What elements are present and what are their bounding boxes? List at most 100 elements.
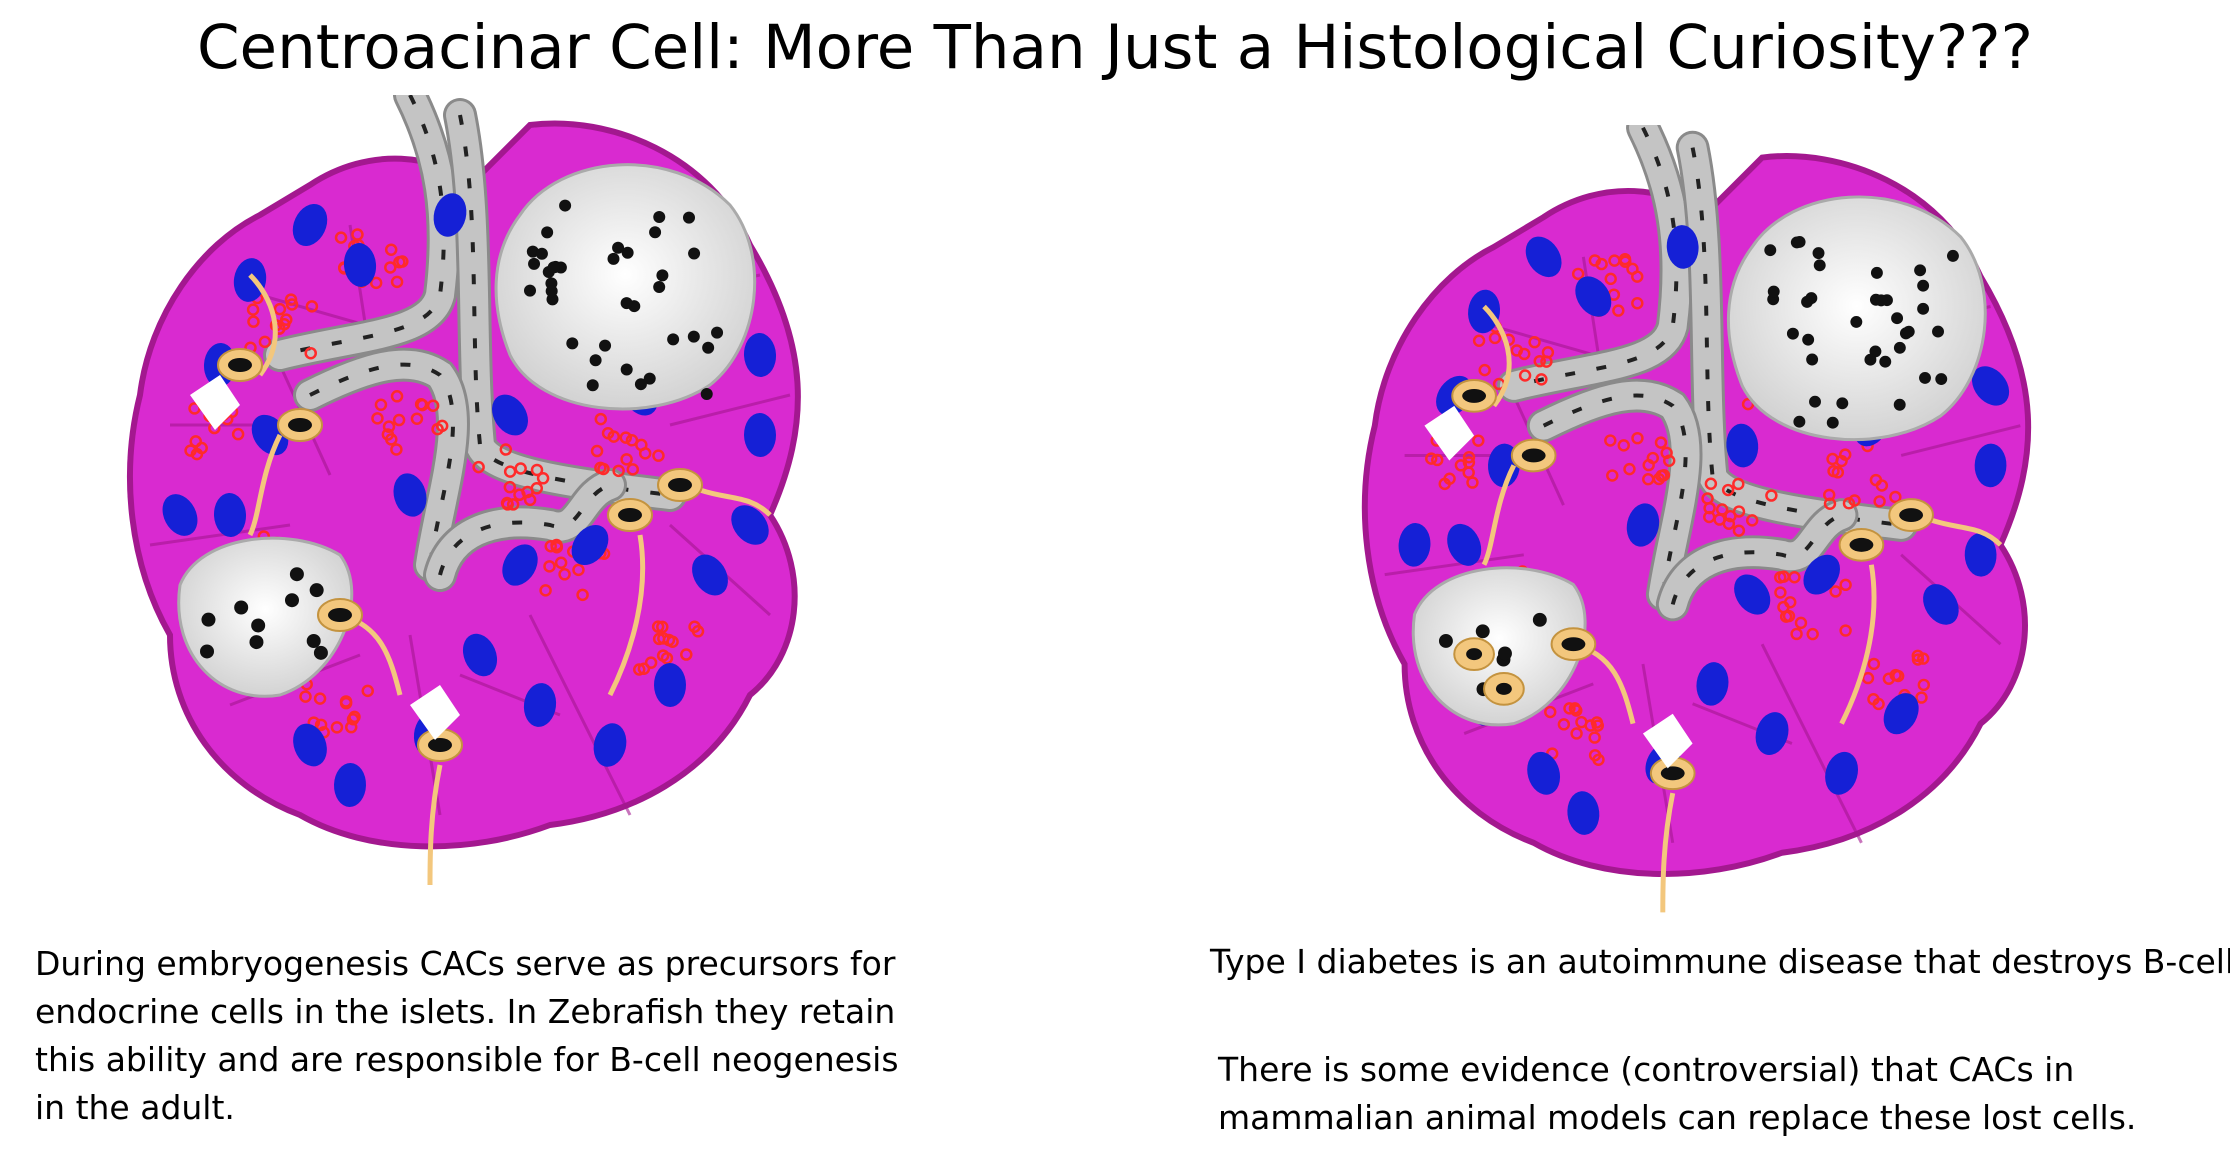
islet-nucleus (586, 379, 599, 392)
zymogen-granule (369, 276, 383, 290)
zymogen-granule (188, 402, 201, 415)
islet-nucleus (306, 633, 321, 648)
islet-nucleus (1793, 415, 1806, 428)
zymogen-granule (246, 303, 260, 316)
zymogen-granule (1839, 624, 1852, 637)
caption-line: in the adult. (35, 1088, 235, 1127)
acinar-lumen (1642, 713, 1693, 769)
cell-boundary (1760, 643, 1863, 844)
zymogen-granule (652, 632, 666, 646)
zymogen-granule (523, 493, 537, 507)
zymogen-granule (558, 568, 571, 581)
acinar-nucleus (1666, 225, 1699, 269)
cac-process (699, 487, 772, 517)
zymogen-granule (1584, 719, 1597, 732)
zymogen-granule (1839, 578, 1852, 592)
islet-nucleus (249, 635, 264, 650)
islet-nucleus (688, 247, 701, 260)
islet-nucleus (1850, 315, 1863, 328)
acinar-nucleus (1974, 443, 2007, 488)
islet-nucleus (1935, 373, 1948, 386)
zymogen-granule (1724, 509, 1737, 523)
islet-nucleus (700, 388, 713, 401)
zymogen-granule (1472, 334, 1486, 347)
acinar-nucleus (1527, 751, 1561, 795)
cac-nucleus (1660, 766, 1685, 781)
zymogen-granule (1873, 495, 1886, 508)
zymogen-granule (1660, 446, 1673, 460)
zymogen-granule (1732, 524, 1746, 537)
zymogen-granule (597, 462, 610, 476)
cell-boundary (528, 614, 632, 816)
islet-nucleus (1475, 624, 1490, 639)
cac-process (607, 534, 646, 697)
acinar-nucleus (213, 493, 247, 537)
acinar-nucleus (433, 193, 467, 237)
zymogen-granule (247, 315, 260, 328)
zymogen-granule (1535, 373, 1548, 386)
islet-nucleus (1498, 646, 1512, 661)
zymogen-granule (656, 620, 669, 634)
islet-nucleus (545, 285, 558, 298)
cac-nucleus (1521, 448, 1546, 463)
zymogen-granule (536, 472, 550, 485)
zymogen-granule (572, 563, 585, 577)
zymogen-granule (1425, 452, 1438, 465)
cac-nucleus (1899, 508, 1924, 523)
islet-nucleus (620, 363, 633, 376)
islet-nucleus (1767, 285, 1780, 298)
acinar-nucleus (1964, 532, 1997, 577)
zymogen-granule (1889, 490, 1902, 504)
zymogen-granule (392, 413, 406, 427)
acinar-nucleus (523, 683, 557, 727)
islet-nucleus (200, 644, 215, 659)
islet-nucleus (1914, 264, 1927, 277)
cac-process (1482, 304, 1512, 408)
zymogen-granule (660, 651, 674, 665)
zymogen-granule (339, 696, 353, 710)
zymogen-granule (1655, 469, 1668, 483)
small-islet (177, 536, 354, 698)
zymogen-granule (374, 398, 388, 412)
caption-cac-replacement: There is some evidence (controversial) t… (1218, 1046, 2136, 1142)
zymogen-granule (1823, 497, 1837, 510)
islet-nucleus (1870, 266, 1883, 279)
islet-nucleus (234, 600, 249, 615)
zymogen-granule (1544, 705, 1557, 719)
acinar-nucleus (692, 554, 728, 596)
acinar-nucleus (162, 494, 198, 536)
zymogen-granule (576, 588, 589, 602)
islet-nucleus (251, 618, 266, 633)
large-islet (494, 163, 757, 411)
caption-line: endocrine cells in the islets. In Zebraf… (35, 992, 896, 1031)
zymogen-granule (426, 399, 440, 412)
islet-nucleus (1532, 612, 1547, 627)
zymogen-granule (385, 433, 398, 446)
islet-nucleus (1836, 397, 1849, 410)
islet-nucleus (1917, 279, 1930, 292)
cell-boundary (1900, 424, 2021, 457)
pancreatic-acinus-illustration-embryogenesis (127, 95, 801, 886)
cac-process (247, 433, 283, 537)
acinar-nucleus (1803, 554, 1840, 595)
duct-cell-nuclei (438, 483, 611, 576)
islet-nucleus (547, 261, 560, 274)
zymogen-granule (651, 620, 665, 633)
acinar-nucleus (653, 663, 687, 707)
islet-nucleus (526, 245, 539, 258)
zymogen-granule (550, 538, 563, 552)
islet-nucleus (284, 593, 299, 608)
zymogen-granule (1861, 671, 1875, 685)
acinar-nucleus (1398, 523, 1431, 567)
zymogen-granule (1869, 473, 1883, 487)
islet-nucleus (621, 246, 634, 259)
islet-nucleus (1826, 416, 1839, 429)
zymogen-granule (390, 390, 404, 403)
zymogen-granule (410, 412, 424, 425)
caption-line: During embryogenesis CACs serve as precu… (35, 944, 896, 983)
zymogen-granule (384, 261, 397, 274)
zymogen-granule (1794, 616, 1808, 630)
zymogen-granule (514, 462, 527, 475)
zymogen-granule (1777, 600, 1790, 614)
acinar-nucleus (492, 394, 528, 436)
